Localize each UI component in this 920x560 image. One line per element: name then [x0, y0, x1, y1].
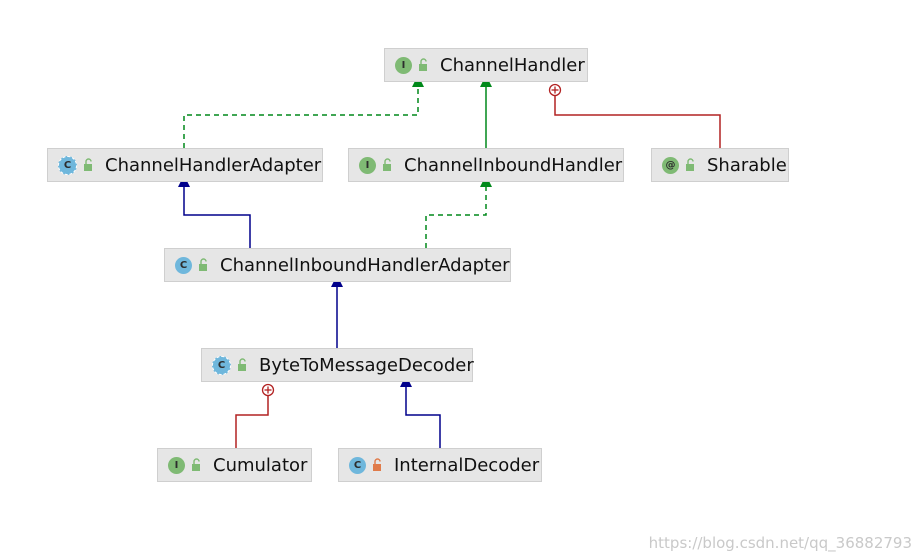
node-label: ChannelHandler: [440, 54, 585, 76]
node-label: InternalDecoder: [394, 454, 540, 476]
node-sharable[interactable]: @ Sharable: [651, 148, 789, 182]
abstract-class-icon: C: [58, 155, 77, 175]
edge-cumulator-inner-decoder: [235, 383, 275, 448]
abstract-class-icon: C: [212, 355, 231, 375]
public-lock-icon: [84, 158, 92, 171]
annotation-icon: @: [662, 156, 679, 174]
edge-sharable-inner-handler: [548, 83, 721, 148]
watermark-text: https://blog.csdn.net/qq_36882793: [648, 534, 912, 552]
node-channel-handler[interactable]: I ChannelHandler: [384, 48, 588, 82]
private-lock-icon: [373, 458, 381, 471]
edge-inbound-adapter-extends-adapter: [178, 175, 251, 248]
edge-internal-extends-decoder: [400, 375, 441, 448]
node-label: Sharable: [707, 154, 787, 176]
edge-adapter-implements-handler: [183, 75, 424, 148]
interface-icon: I: [395, 56, 412, 74]
node-label: ChannelInboundHandler: [404, 154, 623, 176]
public-lock-icon: [192, 458, 200, 471]
node-label: ChannelInboundHandlerAdapter: [220, 254, 510, 276]
node-channel-inbound-handler-adapter[interactable]: C ChannelInboundHandlerAdapter: [164, 248, 511, 282]
node-internal-decoder[interactable]: C InternalDecoder: [338, 448, 542, 482]
public-lock-icon: [383, 158, 391, 171]
node-channel-handler-adapter[interactable]: C ChannelHandlerAdapter: [47, 148, 323, 182]
public-lock-icon: [419, 58, 427, 71]
interface-icon: I: [359, 156, 376, 174]
node-channel-inbound-handler[interactable]: I ChannelInboundHandler: [348, 148, 624, 182]
node-label: ChannelHandlerAdapter: [105, 154, 322, 176]
class-icon: C: [349, 456, 366, 474]
node-cumulator[interactable]: I Cumulator: [157, 448, 312, 482]
interface-icon: I: [168, 456, 185, 474]
edge-inbound-adapter-implements-inbound: [425, 175, 492, 248]
node-label: Cumulator: [213, 454, 308, 476]
public-lock-icon: [686, 158, 694, 171]
node-byte-to-message-decoder[interactable]: C ByteToMessageDecoder: [201, 348, 474, 382]
public-lock-icon: [199, 258, 207, 271]
node-label: ByteToMessageDecoder: [259, 354, 474, 376]
public-lock-icon: [238, 358, 246, 371]
class-icon: C: [175, 256, 192, 274]
